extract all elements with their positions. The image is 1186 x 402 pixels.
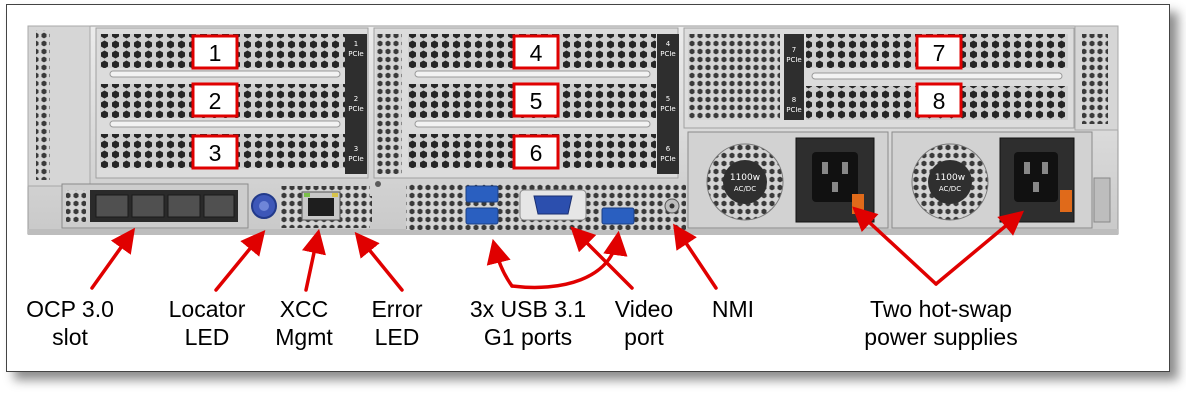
label-psu-line2: power supplies [864, 324, 1017, 350]
slot-box-2: 2 [191, 82, 239, 118]
pcie-tab-4: 4 [666, 40, 671, 48]
label-video-line2: port [624, 324, 664, 350]
arrow-psu-left [852, 206, 938, 286]
label-xcc-line1: XCC [280, 296, 329, 322]
slot-box-3: 3 [191, 134, 239, 170]
svg-text:7: 7 [933, 40, 946, 66]
arrow-ocp [90, 227, 136, 290]
label-psu-line1: Two hot-swap [870, 296, 1012, 322]
svg-text:5: 5 [530, 88, 543, 114]
label-xcc-line2: Mgmt [275, 324, 333, 350]
arrow-video [570, 226, 634, 290]
pcie-tab-2-suffix: PCIe [348, 105, 363, 113]
arrow-usb-right [510, 230, 628, 290]
svg-text:3: 3 [209, 140, 222, 166]
pcie-tab-7-suffix: PCIe [786, 56, 801, 64]
svg-text:8: 8 [933, 88, 946, 114]
label-video-line1: Video [615, 296, 673, 322]
pcie-tab-8-suffix: PCIe [786, 106, 801, 114]
label-error-line1: Error [371, 296, 422, 322]
slot-box-4: 4 [512, 34, 560, 70]
label-nmi: NMI [712, 296, 754, 322]
svg-text:2: 2 [209, 88, 222, 114]
pcie-tab-5: 5 [666, 95, 670, 103]
pcie-tab-2: 2 [354, 95, 358, 103]
arrow-usb-left [486, 238, 514, 288]
pcie-tab-3-suffix: PCIe [348, 155, 363, 163]
power-supply-2: 1100w AC/DC [891, 131, 1111, 229]
arrow-xcc [301, 228, 326, 292]
pcie-tab-8: 8 [792, 96, 796, 104]
callout-arrows [90, 206, 1025, 292]
svg-text:1: 1 [209, 40, 222, 66]
label-usb-line2: G1 ports [484, 324, 572, 350]
arrow-psu-right [934, 210, 1025, 286]
label-error-line2: LED [375, 324, 420, 350]
pcie-tab-6: 6 [666, 145, 671, 153]
locator-led [251, 193, 277, 219]
arrow-locator [214, 229, 266, 292]
pcie-tab-5-suffix: PCIe [660, 105, 675, 113]
psu-2-rating: 1100w [935, 173, 965, 183]
pcie-tab-labels: 1 PCIe 2 PCIe 3 PCIe 4 PCIe 5 PCIe 6 PCI… [348, 40, 801, 163]
error-led [352, 181, 381, 222]
ocp-slot [61, 183, 249, 229]
pcie-tab-1: 1 [354, 40, 358, 48]
slot-box-1: 1 [191, 34, 239, 70]
label-ocp-line1: OCP 3.0 [26, 296, 114, 322]
label-usb-line1: 3x USB 3.1 [470, 296, 586, 322]
riser-3 [683, 27, 1075, 129]
svg-text:6: 6 [530, 140, 543, 166]
center-io [406, 184, 686, 230]
arrow-error [354, 231, 404, 292]
svg-text:4: 4 [530, 40, 543, 66]
arrow-nmi [673, 223, 718, 290]
label-locator-line2: LED [185, 324, 230, 350]
psu-1-type: AC/DC [734, 185, 756, 193]
slot-box-6: 6 [512, 134, 560, 170]
pcie-tab-7: 7 [792, 46, 796, 54]
pcie-tab-4-suffix: PCIe [660, 50, 675, 58]
slot-number-boxes: 1 2 3 4 5 6 7 8 [191, 34, 963, 170]
psu-1-rating: 1100w [730, 173, 760, 183]
label-locator-line1: Locator [169, 296, 246, 322]
slot-box-5: 5 [512, 82, 560, 118]
slot-box-8: 8 [915, 82, 963, 118]
label-ocp-line2: slot [52, 324, 88, 350]
pcie-tab-1-suffix: PCIe [348, 50, 363, 58]
psu-2-type: AC/DC [939, 185, 961, 193]
callout-labels: OCP 3.0 slot Locator LED XCC Mgmt Error … [26, 296, 1018, 350]
slot-box-7: 7 [915, 34, 963, 70]
pcie-tab-3: 3 [354, 145, 358, 153]
pcie-tab-6-suffix: PCIe [660, 155, 675, 163]
